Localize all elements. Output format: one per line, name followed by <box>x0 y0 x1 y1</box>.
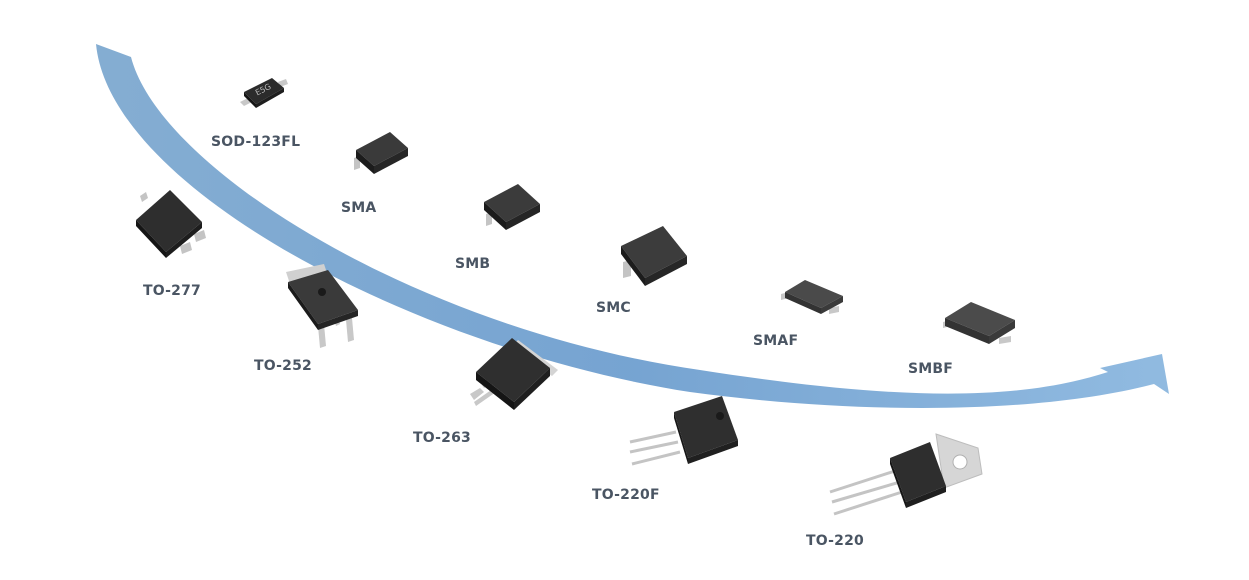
sod123fl-label: SOD-123FL <box>211 134 301 150</box>
smc-package-image <box>621 226 687 286</box>
to220f-label: TO-220F <box>592 487 660 503</box>
to252-label: TO-252 <box>254 358 312 374</box>
to263-package-image <box>470 338 558 410</box>
to263-label: TO-263 <box>413 430 471 446</box>
smaf-package-image <box>781 280 843 314</box>
to220-package-image <box>829 433 983 516</box>
to277-label: TO-277 <box>143 283 201 299</box>
to252-package-image <box>286 264 358 348</box>
sod123fl-package-image: E5G <box>240 78 288 108</box>
smc-label: SMC <box>596 300 631 316</box>
smb-package-image <box>484 184 540 230</box>
to220f-package-image <box>629 396 738 466</box>
sma-package-image <box>354 132 408 174</box>
to277-package-image <box>136 190 206 258</box>
to220-label: TO-220 <box>806 533 864 549</box>
smaf-label: SMAF <box>753 333 799 349</box>
sma-label: SMA <box>341 200 377 216</box>
smbf-label: SMBF <box>908 361 954 377</box>
smb-label: SMB <box>455 256 491 272</box>
smbf-package-image <box>943 302 1015 344</box>
